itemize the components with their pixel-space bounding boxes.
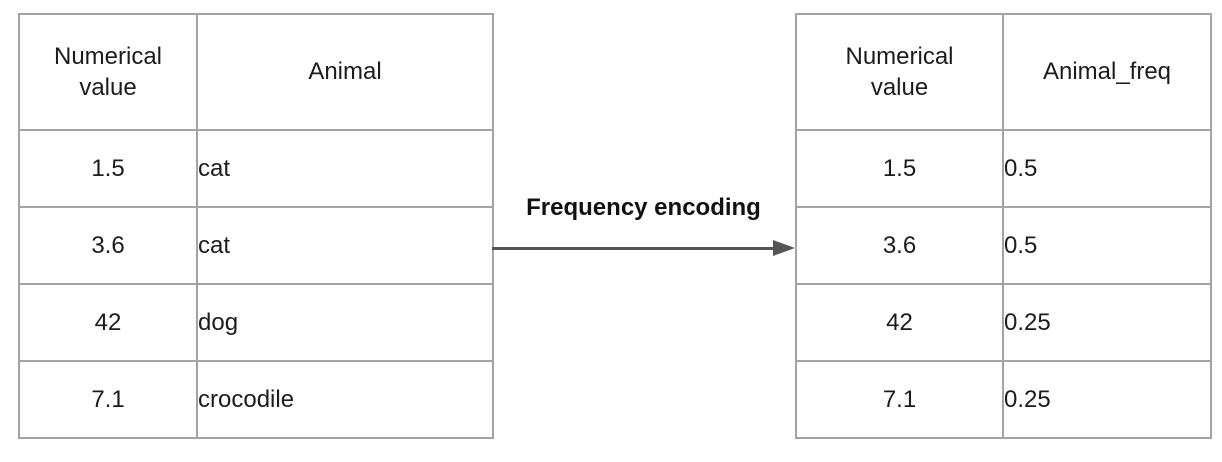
table-row: 1.5 cat xyxy=(18,129,494,208)
column-header-label: Animal_freq xyxy=(1042,58,1172,85)
column-header-label: Numerical value xyxy=(845,42,954,101)
table-cell-numerical-value: 42 xyxy=(18,283,198,362)
table-cell-numerical-value: 3.6 xyxy=(795,206,1004,285)
encoded-table: Numerical value Animal_freq 1.5 0.5 3.6 … xyxy=(795,13,1212,439)
table-row: 42 dog xyxy=(18,283,494,362)
column-header-animal-freq: Animal_freq xyxy=(1002,13,1212,131)
arrow-line xyxy=(492,247,776,250)
column-header-label: Numerical value xyxy=(53,42,163,101)
arrow-head-icon xyxy=(773,240,795,256)
table-cell-animal: cat xyxy=(196,206,494,285)
table-row: 3.6 0.5 xyxy=(795,206,1212,285)
column-header-numerical-value: Numerical value xyxy=(18,13,198,131)
table-header-row: Numerical value Animal_freq xyxy=(795,13,1212,131)
column-header-numerical-value: Numerical value xyxy=(795,13,1004,131)
column-header-label: Animal xyxy=(308,58,382,85)
table-cell-animal: cat xyxy=(196,129,494,208)
table-cell-animal-freq: 0.5 xyxy=(1002,129,1212,208)
table-row: 3.6 cat xyxy=(18,206,494,285)
table-cell-numerical-value: 7.1 xyxy=(795,360,1004,439)
table-row: 1.5 0.5 xyxy=(795,129,1212,208)
table-cell-animal-freq: 0.25 xyxy=(1002,360,1212,439)
table-cell-animal: dog xyxy=(196,283,494,362)
table-cell-numerical-value: 1.5 xyxy=(795,129,1004,208)
table-cell-animal-freq: 0.5 xyxy=(1002,206,1212,285)
arrow-label: Frequency encoding xyxy=(526,194,761,221)
table-cell-numerical-value: 42 xyxy=(795,283,1004,362)
table-cell-numerical-value: 1.5 xyxy=(18,129,198,208)
table-cell-numerical-value: 7.1 xyxy=(18,360,198,439)
table-cell-animal: crocodile xyxy=(196,360,494,439)
table-cell-animal-freq: 0.25 xyxy=(1002,283,1212,362)
column-header-animal: Animal xyxy=(196,13,494,131)
table-header-row: Numerical value Animal xyxy=(18,13,494,131)
table-row: 7.1 crocodile xyxy=(18,360,494,439)
source-table: Numerical value Animal 1.5 cat 3.6 cat 4… xyxy=(18,13,494,439)
table-row: 42 0.25 xyxy=(795,283,1212,362)
table-row: 7.1 0.25 xyxy=(795,360,1212,439)
table-cell-numerical-value: 3.6 xyxy=(18,206,198,285)
